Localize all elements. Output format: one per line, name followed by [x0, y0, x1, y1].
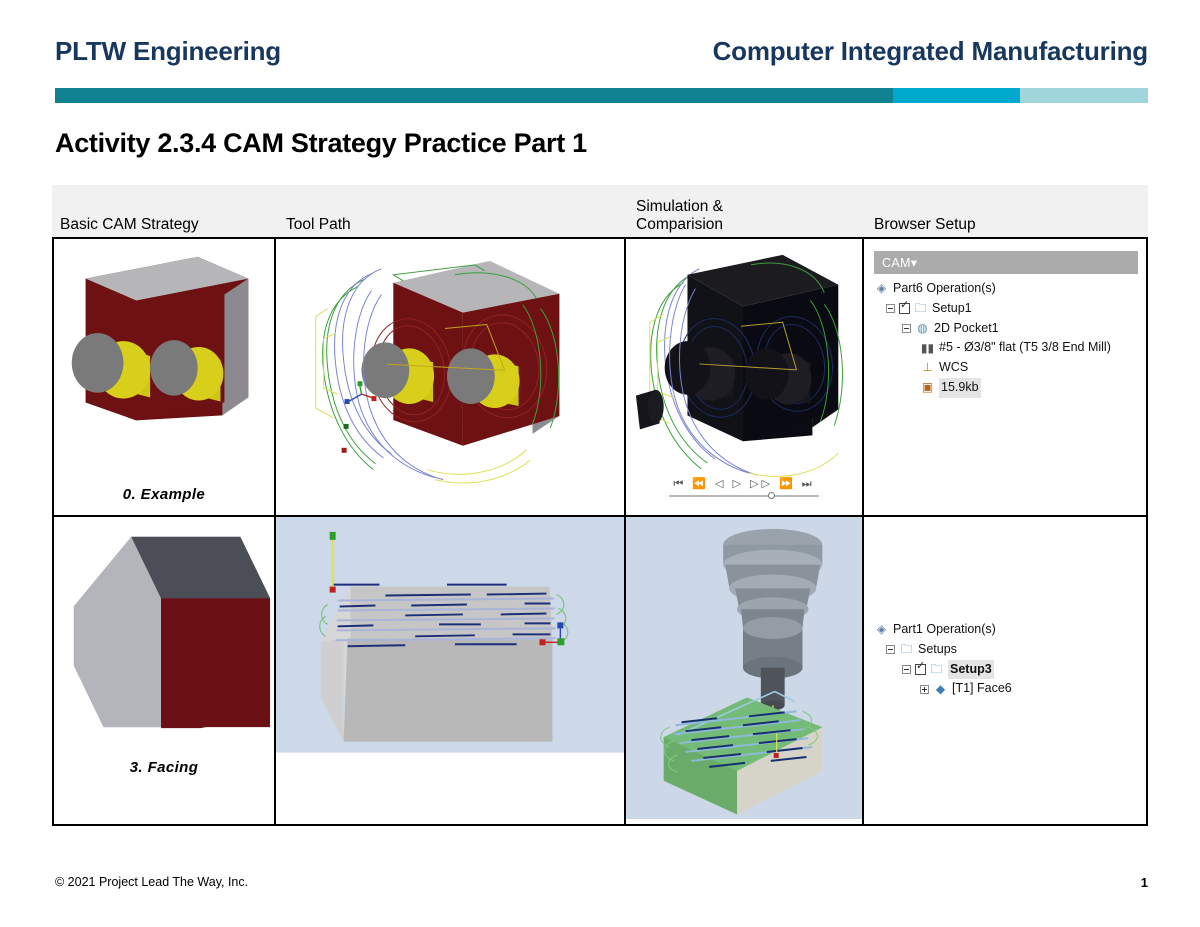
table-row: 3. Facing	[54, 517, 1146, 824]
tree-item-label: Setups	[918, 641, 957, 656]
playback-buttons[interactable]: ⏮ ⏪ ◁ ▷ ▷▷ ⏩ ⏭	[673, 478, 815, 490]
tree-item-label: WCS	[939, 360, 969, 374]
rule-segment-teal	[55, 88, 893, 103]
tree-item-label: [T1] Face6	[952, 681, 1012, 696]
header-left-title: PLTW Engineering	[55, 36, 281, 66]
tree-item-label: Setup3	[948, 659, 994, 680]
tree-item-label: #5 - Ø3/8" flat (T5 3/8 End Mill)	[939, 340, 1111, 355]
tool-icon: ▮▮	[920, 340, 935, 355]
column-header-browser-setup: Browser Setup	[866, 185, 1148, 237]
column-header-label-line2: Comparision	[636, 215, 724, 233]
simulation-playback-controls[interactable]: ⏮ ⏪ ◁ ▷ ▷▷ ⏩ ⏭	[669, 478, 819, 499]
tree-item-label: Part1 Operation(s)	[893, 622, 996, 636]
tree-item-nc-file[interactable]: ▣ 15.9kb	[874, 377, 1138, 398]
checkbox-checked[interactable]	[915, 661, 926, 675]
expander-minus-icon[interactable]	[886, 304, 895, 314]
tree-item-label: 2D Pocket1	[934, 320, 999, 335]
facing-toolpath-illustration	[276, 517, 624, 753]
toolpath-illustration	[315, 260, 560, 484]
playback-slider-knob[interactable]	[768, 492, 775, 499]
tree-item-label: Setup1	[932, 300, 972, 315]
cell-toolpath-example	[276, 239, 626, 515]
strategy-label: 3. Facing	[129, 759, 199, 776]
rule-segment-cyan	[893, 88, 1020, 103]
table-header-row: Basic CAM Strategy Tool Path Simulation …	[52, 185, 1148, 237]
expander-minus-icon[interactable]	[886, 645, 895, 655]
setup-icon: 🗀	[914, 301, 927, 316]
gem-icon: ◈	[876, 281, 887, 296]
simulation-facing-illustration	[626, 517, 862, 820]
tree-item-part1-operations[interactable]: ◈ Part1 Operation(s)	[874, 620, 1138, 640]
wcs-icon: ⊥	[922, 360, 933, 375]
gem-icon: ◈	[876, 622, 887, 637]
cell-simulation-facing	[626, 517, 864, 824]
cam-browser-tree: ◈ Part6 Operation(s) 🗀 Setup1	[874, 279, 1138, 398]
stock-block-illustration	[73, 536, 271, 729]
column-header-label: Basic CAM Strategy	[60, 215, 199, 233]
table-row: 0. Example	[54, 239, 1146, 517]
tree-item-setups[interactable]: 🗀 Setups	[874, 640, 1138, 660]
cell-browser-setup-example: CAM▾ ◈ Part6 Operation(s) 🗀	[864, 239, 1146, 515]
tree-item-tool[interactable]: ▮▮ #5 - Ø3/8" flat (T5 3/8 End Mill)	[874, 338, 1138, 358]
column-header-simulation-comparision: Simulation & Comparision	[628, 185, 866, 237]
column-header-tool-path: Tool Path	[278, 185, 628, 237]
expander-minus-icon[interactable]	[902, 664, 911, 674]
column-header-label: Tool Path	[286, 215, 351, 233]
cam-browser-tree: ◈ Part1 Operation(s) 🗀 Setups	[874, 620, 1138, 699]
rule-segment-light-teal	[1020, 88, 1148, 103]
cell-strategy-model-facing: 3. Facing	[54, 517, 276, 824]
operation-icon: ◍	[917, 320, 928, 335]
tree-item-setup3[interactable]: 🗀 Setup3	[874, 659, 1138, 680]
tree-item-2d-pocket1[interactable]: ◍ 2D Pocket1	[874, 319, 1138, 339]
cam-browser-panel: CAM▾ ◈ Part6 Operation(s) 🗀	[874, 251, 1138, 398]
expander-plus-icon[interactable]	[920, 684, 929, 694]
cell-simulation-example: ⏮ ⏪ ◁ ▷ ▷▷ ⏩ ⏭	[626, 239, 864, 515]
disc-icon: ◆	[935, 681, 946, 696]
column-header-label: Browser Setup	[874, 215, 976, 233]
header-right-title: Computer Integrated Manufacturing	[712, 36, 1149, 66]
folder-icon: 🗀	[900, 642, 913, 657]
cell-strategy-model-example: 0. Example	[54, 239, 276, 515]
cam-strategy-table: Basic CAM Strategy Tool Path Simulation …	[52, 185, 1148, 826]
tree-item-part6-operations[interactable]: ◈ Part6 Operation(s)	[874, 279, 1138, 299]
tree-item-face6[interactable]: ◆ [T1] Face6	[874, 679, 1138, 699]
column-header-basic-cam-strategy: Basic CAM Strategy	[52, 185, 278, 237]
cam-toolbar-label: CAM	[882, 256, 911, 270]
page-number: 1	[1140, 875, 1148, 890]
page-header: PLTW Engineering Computer Integrated Man…	[55, 36, 1148, 76]
cell-browser-setup-facing: ◈ Part1 Operation(s) 🗀 Setups	[864, 517, 1146, 824]
page-footer: © 2021 Project Lead The Way, Inc. 1	[55, 875, 1148, 895]
table-body: 0. Example	[52, 237, 1148, 826]
strategy-label: 0. Example	[122, 486, 206, 503]
plate-model-illustration	[71, 256, 249, 421]
tree-item-wcs[interactable]: ⊥ WCS	[874, 358, 1138, 378]
header-rule	[55, 88, 1148, 103]
folder-icon: 🗀	[930, 661, 943, 676]
expander-minus-icon[interactable]	[902, 323, 911, 333]
tree-item-label: Part6 Operation(s)	[893, 281, 996, 295]
column-header-label-line1: Simulation &	[636, 198, 724, 216]
nc-file-icon: ▣	[921, 380, 934, 395]
tree-item-setup1[interactable]: 🗀 Setup1	[874, 299, 1138, 319]
simulation-illustration	[635, 254, 843, 477]
cam-browser-panel: ◈ Part1 Operation(s) 🗀 Setups	[874, 615, 1138, 699]
tree-item-label: 15.9kb	[939, 377, 981, 398]
cell-toolpath-facing	[276, 517, 626, 824]
chevron-down-icon[interactable]: ▾	[910, 256, 918, 270]
page-title: Activity 2.3.4 CAM Strategy Practice Par…	[55, 128, 587, 158]
copyright-text: © 2021 Project Lead The Way, Inc.	[55, 875, 249, 889]
checkbox-checked[interactable]	[899, 300, 910, 315]
playback-slider-track[interactable]	[669, 492, 819, 499]
cam-toolbar[interactable]: CAM▾	[874, 251, 1138, 274]
